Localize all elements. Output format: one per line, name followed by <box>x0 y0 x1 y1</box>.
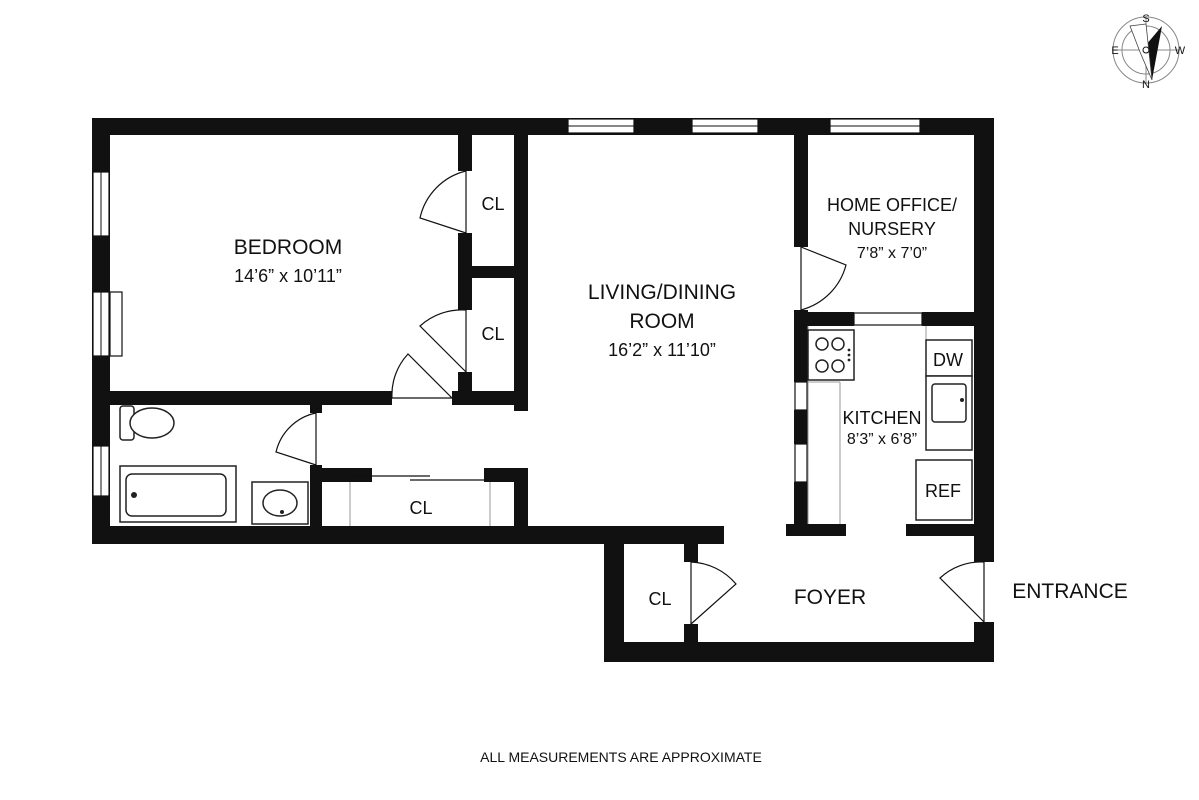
sliding-door <box>349 475 491 526</box>
windows <box>92 118 923 497</box>
dishwasher-label: DW <box>933 350 963 370</box>
entrance-label: ENTRANCE <box>1012 580 1128 603</box>
stove-icon <box>807 329 855 381</box>
living-dining-label-line2: ROOM <box>629 310 694 333</box>
closet-label-foyer: CL <box>648 589 671 609</box>
compass-label-w: W <box>1175 45 1186 57</box>
doors <box>275 170 985 625</box>
bedroom-label: BEDROOM <box>234 236 343 259</box>
office-label-line2: NURSERY <box>848 219 936 239</box>
sink-icon <box>251 481 309 525</box>
bathroom-fixtures <box>119 405 491 526</box>
toilet-icon <box>119 405 175 441</box>
footer-note: ALL MEASUREMENTS ARE APPROXIMATE <box>480 749 762 765</box>
office-dimensions: 7’8” x 7’0” <box>857 245 927 262</box>
compass-icon: S N E W <box>1111 13 1185 91</box>
living-dining-dimensions: 16’2” x 11’10” <box>608 340 716 360</box>
foyer-label: FOYER <box>794 586 866 609</box>
compass-label-n: N <box>1142 79 1150 91</box>
office-label: HOME OFFICE/ <box>827 195 957 215</box>
kitchen-label: KITCHEN <box>842 408 921 428</box>
refrigerator-box <box>915 459 973 521</box>
kitchen-fixtures <box>807 326 973 524</box>
kitchen-sink-icon <box>925 375 973 451</box>
closet-label-middle: CL <box>481 324 504 344</box>
closet-label-upper: CL <box>481 194 504 214</box>
kitchen-dimensions: 8’3” x 6’8” <box>847 431 917 448</box>
dishwasher-box <box>925 339 973 377</box>
refrigerator-label: REF <box>925 481 961 501</box>
bathtub-icon <box>119 465 237 523</box>
compass-label-e: E <box>1111 45 1118 57</box>
bedroom-dimensions: 14’6” x 10’11” <box>234 266 342 286</box>
closet-label-hall: CL <box>409 498 432 518</box>
compass-label-s: S <box>1142 13 1149 25</box>
walls <box>92 118 994 662</box>
living-dining-label: LIVING/DINING <box>588 281 736 304</box>
